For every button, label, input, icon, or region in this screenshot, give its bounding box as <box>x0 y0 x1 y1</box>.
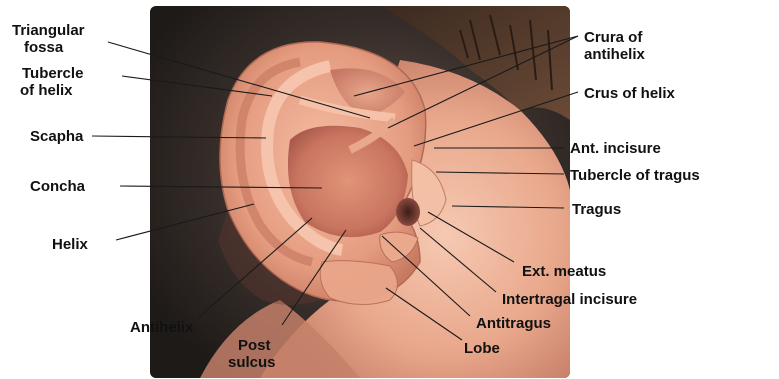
lobe-shape <box>320 261 397 305</box>
label-tubercle-of-helix: Tubercle of helix <box>20 65 88 99</box>
label-crura-of-antihelix: Crura of antihelix <box>584 29 647 63</box>
label-tragus: Tragus <box>572 201 621 218</box>
ext-meatus-opening <box>396 198 420 226</box>
label-concha: Concha <box>30 178 86 195</box>
label-crus-of-helix: Crus of helix <box>584 85 676 102</box>
label-antitragus: Antitragus <box>476 315 551 332</box>
label-lobe: Lobe <box>464 340 500 357</box>
label-helix: Helix <box>52 236 89 253</box>
label-antihelix: Antihelix <box>130 319 194 336</box>
label-ant-incisure: Ant. incisure <box>570 140 661 157</box>
label-ext-meatus: Ext. meatus <box>522 263 606 280</box>
label-scapha: Scapha <box>30 128 84 145</box>
label-tubercle-of-tragus: Tubercle of tragus <box>570 167 700 184</box>
label-triangular-fossa: Triangular fossa <box>12 22 89 56</box>
label-intertragal-incisure: Intertragal incisure <box>502 291 637 308</box>
